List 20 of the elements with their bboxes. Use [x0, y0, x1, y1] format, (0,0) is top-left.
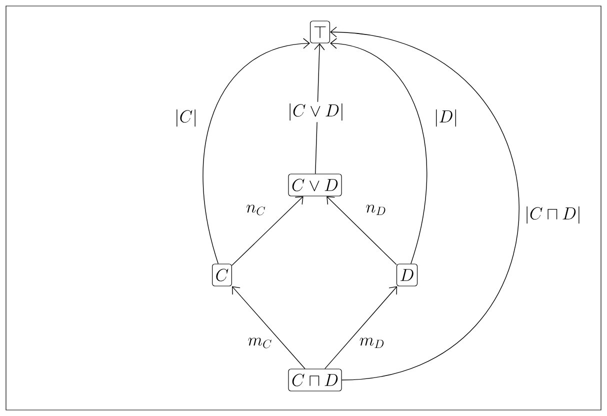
arrow	[232, 196, 304, 266]
node-box: $\top$	[310, 20, 330, 44]
arrow	[324, 286, 398, 370]
edge-label: $|D|$	[432, 108, 460, 128]
edge-label: $m_D$	[358, 336, 386, 350]
node-box: $C \vee D$	[288, 174, 342, 196]
arrow	[330, 38, 428, 264]
arrow	[202, 38, 310, 264]
edge-label: $|C \sqcap D|$	[523, 204, 583, 226]
edge-label: $m_C$	[246, 336, 274, 350]
node-box: $D$	[396, 264, 418, 286]
arrow	[330, 26, 520, 380]
arrow	[232, 286, 306, 370]
node-box: $C$	[212, 264, 232, 286]
arrow	[326, 196, 397, 266]
edge-label: $n_D$	[364, 204, 388, 217]
edge-label: $n_C$	[244, 204, 268, 217]
edge-label: $|C|$	[173, 108, 199, 128]
node-box: $C \sqcap D$	[288, 368, 342, 392]
edge-label: $|C \vee D|$	[286, 102, 346, 122]
